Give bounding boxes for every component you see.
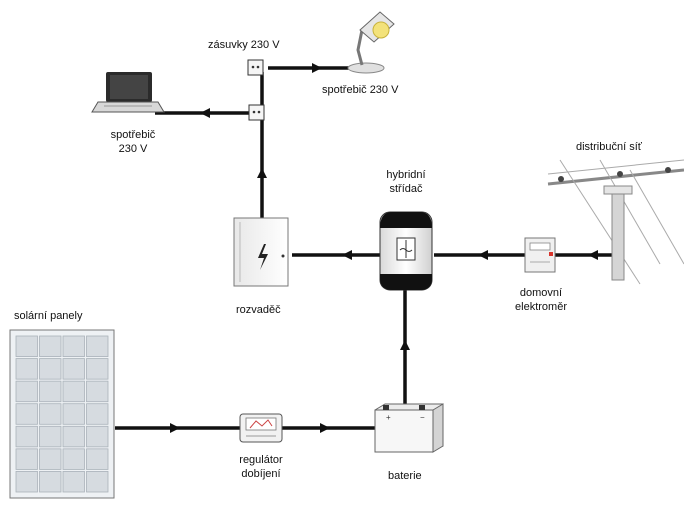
solar-cell — [16, 471, 38, 492]
solar-cell — [16, 404, 38, 425]
charge-regulator-icon — [240, 414, 282, 442]
solar-cell — [16, 449, 38, 470]
arrow-to-battery — [320, 423, 330, 433]
solar-cell — [40, 359, 62, 380]
lamp-label: spotřebič 230 V — [322, 83, 398, 97]
solar-cell — [63, 449, 85, 470]
solar-cell — [63, 336, 85, 357]
switchboard-label: rozvaděč — [236, 303, 281, 317]
battery-label: baterie — [388, 469, 422, 483]
outlets-label: zásuvky 230 V — [208, 38, 280, 52]
solar-cell — [87, 336, 109, 357]
solar-cell — [40, 336, 62, 357]
solar-cell — [63, 359, 85, 380]
electricity-meter-icon — [525, 238, 555, 272]
solar-cell — [40, 426, 62, 447]
laptop-label-line1: spotřebič — [110, 128, 156, 142]
arrow-to-laptop — [200, 108, 210, 118]
solar-cell — [87, 404, 109, 425]
laptop-icon — [92, 72, 164, 112]
arrow-up-to-outlets — [257, 168, 267, 178]
solar-cell — [87, 426, 109, 447]
solar-cell — [87, 381, 109, 402]
solar-cell — [16, 336, 38, 357]
solar-cell — [16, 359, 38, 380]
laptop-label-line2: 230 V — [110, 142, 156, 156]
solar-cell — [16, 381, 38, 402]
outlet-bottom-icon — [249, 105, 264, 120]
solar-cell — [40, 471, 62, 492]
solar-cell — [63, 404, 85, 425]
solar-panels-icon — [10, 330, 114, 498]
outlet-top-icon — [248, 60, 263, 75]
battery-icon: + − — [375, 404, 443, 452]
solar-cell — [40, 404, 62, 425]
switchboard-icon — [234, 218, 288, 286]
arrow-to-lamp — [312, 63, 322, 73]
inverter-label-line1: hybridní — [380, 168, 432, 182]
solar-cell — [63, 381, 85, 402]
inverter-label-line2: střídač — [380, 182, 432, 196]
grid-pole-icon — [548, 160, 684, 284]
svg-text:−: − — [420, 413, 425, 422]
grid-label: distribuční síť — [576, 140, 642, 154]
svg-text:+: + — [386, 413, 391, 422]
solar-cell — [16, 426, 38, 447]
arrow-grid-to-meter — [588, 250, 598, 260]
panels-label: solární panely — [14, 309, 83, 323]
regulator-label-line1: regulátor — [228, 453, 294, 467]
solar-cell — [63, 471, 85, 492]
solar-cell — [63, 426, 85, 447]
arrow-to-inverter — [400, 340, 410, 350]
solar-cell — [40, 381, 62, 402]
arrow-meter-to-inverter — [478, 250, 488, 260]
inverter-icon — [380, 212, 432, 290]
meter-label-line2: elektroměr — [506, 300, 576, 314]
arrow-to-regulator — [170, 423, 180, 433]
solar-cell — [87, 449, 109, 470]
lamp-icon — [348, 12, 394, 73]
solar-cell — [40, 449, 62, 470]
arrow-to-switchboard — [342, 250, 352, 260]
meter-label-line1: domovní — [506, 286, 576, 300]
solar-cell — [87, 359, 109, 380]
solar-cell — [87, 471, 109, 492]
regulator-label-line2: dobíjení — [228, 467, 294, 481]
